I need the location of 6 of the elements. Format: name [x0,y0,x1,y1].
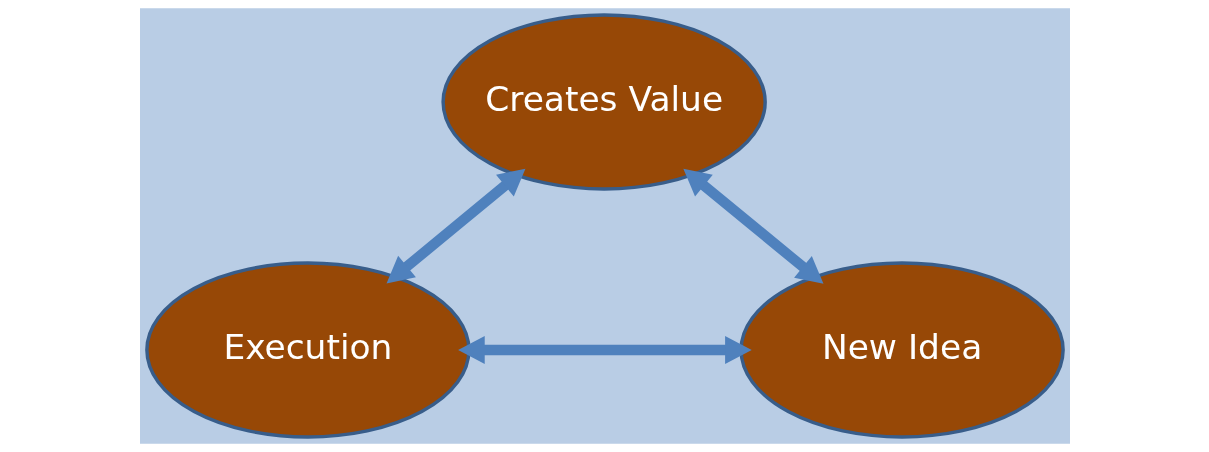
node-ellipse: New Idea [738,261,1065,439]
arrow [457,336,752,364]
arrow [386,168,525,284]
node-ellipse: Execution [144,261,471,439]
arrow [682,168,823,284]
node-ellipse: Creates Value [440,13,767,191]
